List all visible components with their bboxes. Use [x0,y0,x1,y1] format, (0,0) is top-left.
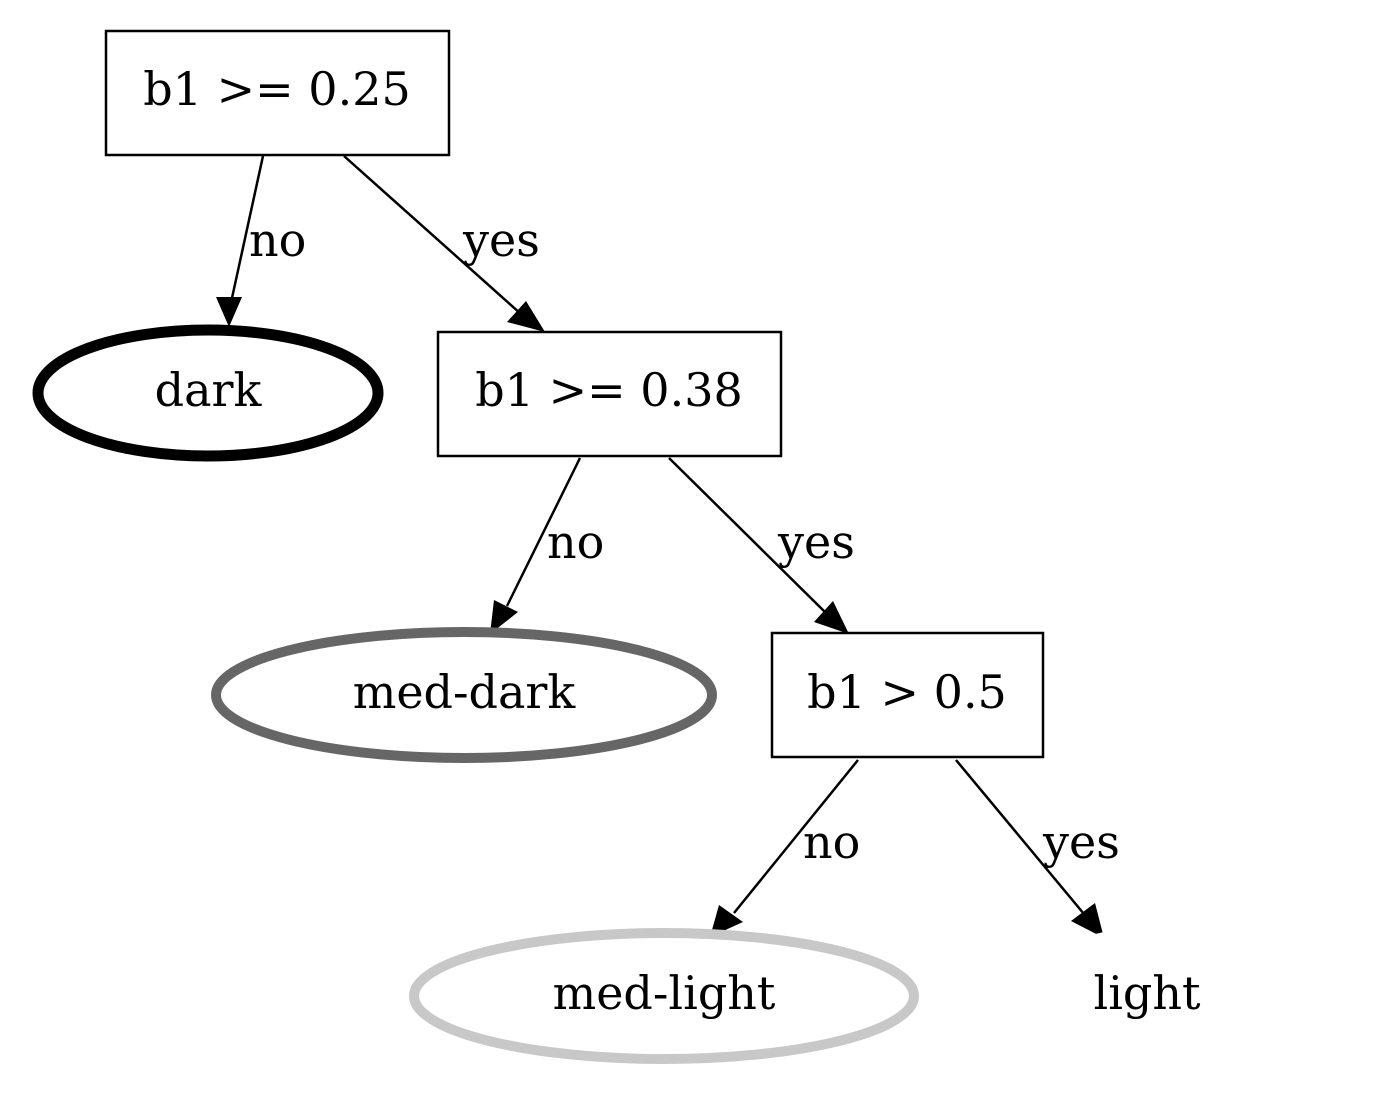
edge-line [343,155,522,315]
arrowhead-icon [490,600,518,634]
node-label: b1 > 0.5 [807,665,1007,719]
edge-root-dark: no [216,155,306,327]
node-ellipse [409,928,919,1064]
arrowhead-icon [507,301,545,332]
edge-split2-med-dark: no [490,457,604,634]
node-label: dark [155,363,263,417]
node-label: med-light [553,966,776,1020]
node-label: light [1094,966,1201,1020]
arrowhead-icon [710,905,743,937]
node-box [770,631,1045,759]
arrowhead-icon [1071,903,1104,938]
edge-label-no: no [803,815,860,869]
arrowhead-icon [814,601,849,634]
node-ellipse [1022,928,1272,1064]
edge-line [733,759,859,914]
node-ellipse [32,324,384,462]
node-box [436,330,783,458]
edge-label-yes: yes [777,515,855,569]
edge-line [230,155,265,299]
node-root: b1 >= 0.25 [104,29,451,157]
edge-split2-split3: yes [668,457,855,634]
edge-label-no: no [547,515,604,569]
node-label: b1 >= 0.25 [143,62,410,116]
edge-split3-med-light: no [710,759,860,937]
edge-label-no: no [249,213,306,267]
node-split3: b1 > 0.5 [770,631,1045,759]
node-box [104,29,451,157]
node-label: b1 >= 0.38 [475,363,742,417]
edge-line [668,457,828,615]
node-ellipse [211,627,717,763]
node-split2: b1 >= 0.38 [436,330,783,458]
node-med-dark: med-dark [211,627,717,763]
edge-label-yes: yes [462,213,540,267]
node-light: light [1022,928,1272,1064]
edge-line [955,759,1085,915]
node-med-light: med-light [409,928,919,1064]
edge-root-split2: yes [343,155,545,332]
node-dark: dark [32,324,384,462]
arrowhead-icon [216,297,242,327]
node-label: med-dark [353,665,577,719]
edge-label-yes: yes [1042,815,1120,869]
edge-line [505,457,582,607]
edge-split3-light: yes [955,759,1120,938]
